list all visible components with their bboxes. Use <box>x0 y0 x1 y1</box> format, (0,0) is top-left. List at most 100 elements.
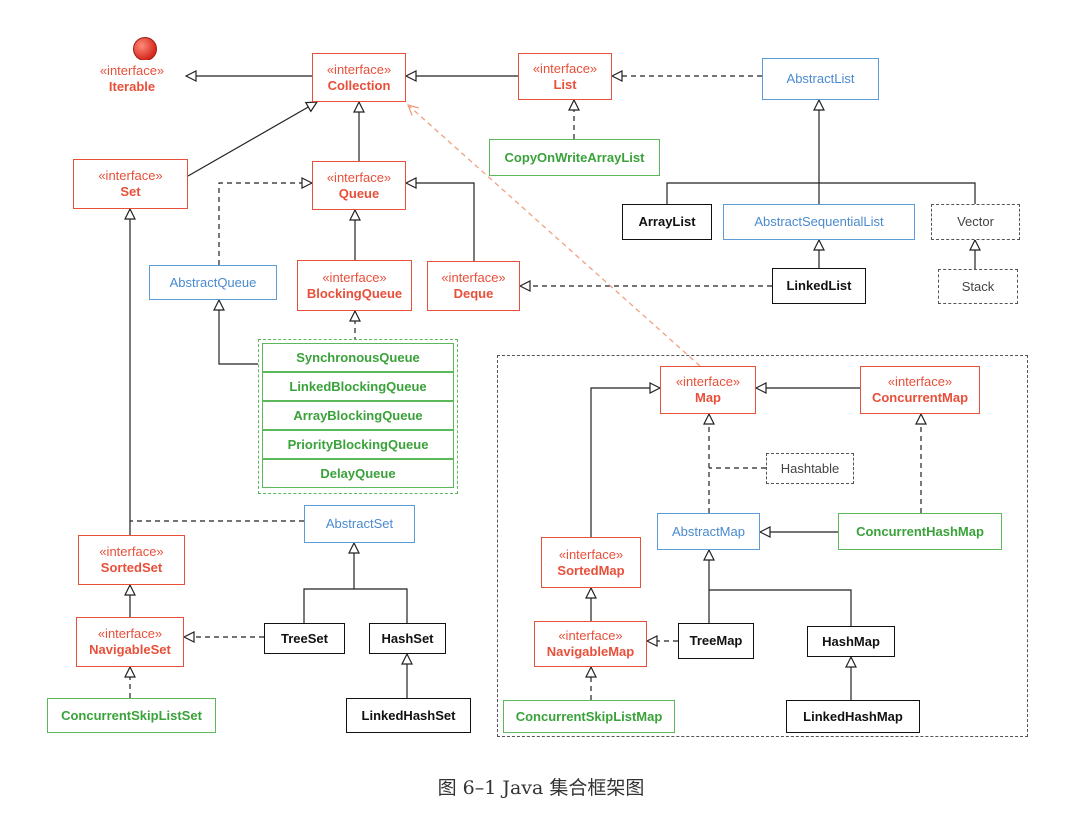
node-label: Map <box>695 390 721 405</box>
node-deque[interactable]: «interface» Deque <box>427 261 520 311</box>
stereotype-label: «interface» <box>99 63 165 78</box>
edge-treeset-abstractset <box>303 588 354 623</box>
impl-array-blocking-queue[interactable]: ArrayBlockingQueue <box>262 401 454 430</box>
node-copy-on-write-array-list[interactable]: CopyOnWriteArrayList <box>489 139 660 176</box>
node-array-list[interactable]: ArrayList <box>622 204 712 240</box>
node-label: LinkedHashSet <box>361 707 456 723</box>
stereotype-label: «interface» <box>99 544 164 559</box>
stereotype-label: «interface» <box>887 374 953 389</box>
node-stack[interactable]: Stack <box>938 269 1018 304</box>
node-label: SortedMap <box>557 562 625 578</box>
node-hash-map[interactable]: HashMap <box>807 626 895 657</box>
node-label: NavigableSet <box>89 642 171 657</box>
node-label: Deque <box>453 286 494 301</box>
node-label: List <box>553 76 577 92</box>
node-label: ConcurrentMap <box>871 390 969 405</box>
stereotype-label: «interface» <box>98 168 163 183</box>
edge-impls-abstractqueue <box>219 300 262 365</box>
node-concurrent-map[interactable]: «interface» ConcurrentMap <box>860 366 980 414</box>
edge-abstractqueue-queue <box>218 183 312 265</box>
node-label: Stack <box>961 278 995 294</box>
node-queue[interactable]: «interface» Queue <box>312 161 406 210</box>
node-label: SortedSet <box>100 560 163 575</box>
map-hierarchy-frame <box>497 355 1028 737</box>
node-linked-hash-map[interactable]: LinkedHashMap <box>786 700 920 733</box>
node-abstract-map[interactable]: AbstractMap <box>657 513 760 550</box>
node-label: ArrayList <box>638 214 696 229</box>
node-label: BlockingQueue <box>306 285 403 301</box>
node-label: AbstractList <box>786 71 855 86</box>
node-linked-list[interactable]: LinkedList <box>772 268 866 304</box>
stereotype-label: «interface» <box>558 546 624 562</box>
impl-priority-blocking-queue[interactable]: PriorityBlockingQueue <box>262 430 454 459</box>
node-label: Set <box>120 184 141 199</box>
impl-synchronous-queue[interactable]: SynchronousQueue <box>262 343 454 372</box>
node-map[interactable]: «interface» Map <box>660 366 756 414</box>
node-concurrent-skip-list-set[interactable]: ConcurrentSkipListSet <box>47 698 216 733</box>
figure-caption: 图 6–1 Java 集合框架图 <box>437 777 645 799</box>
node-concurrent-hash-map[interactable]: ConcurrentHashMap <box>838 513 1002 550</box>
node-label: ConcurrentSkipListMap <box>515 708 663 724</box>
edge-sortedmap-map <box>590 388 660 537</box>
node-hash-set[interactable]: HashSet <box>369 623 446 654</box>
node-blocking-queue[interactable]: «interface» BlockingQueue <box>297 260 412 311</box>
node-sorted-map[interactable]: «interface» SortedMap <box>541 537 641 588</box>
stereotype-label: «interface» <box>558 628 623 643</box>
node-abstract-set[interactable]: AbstractSet <box>304 505 415 543</box>
node-label: ConcurrentHashMap <box>856 523 984 539</box>
node-set[interactable]: «interface» Set <box>73 159 188 209</box>
node-linked-hash-set[interactable]: LinkedHashSet <box>346 698 471 733</box>
node-label: TreeSet <box>281 630 328 646</box>
node-label: NavigableMap <box>546 644 635 659</box>
node-abstract-queue[interactable]: AbstractQueue <box>149 265 277 300</box>
node-label: Queue <box>338 185 380 201</box>
edge-vector-abstractlist <box>819 182 976 204</box>
stereotype-label: «interface» <box>532 60 598 76</box>
node-navigable-map[interactable]: «interface» NavigableMap <box>534 621 647 667</box>
node-sorted-set[interactable]: «interface» SortedSet <box>78 535 185 585</box>
edge-hashmap-abstractmap <box>709 589 852 626</box>
stereotype-label: «interface» <box>441 270 506 285</box>
edge-set-collection <box>187 102 317 177</box>
node-label: LinkedList <box>786 278 852 293</box>
impl-linked-blocking-queue[interactable]: LinkedBlockingQueue <box>262 372 454 401</box>
node-label: CopyOnWriteArrayList <box>504 149 645 165</box>
stereotype-label: «interface» <box>97 626 163 641</box>
stereotype-label: «interface» <box>322 269 387 285</box>
edge-map-collection <box>408 105 701 367</box>
node-collection[interactable]: «interface» Collection <box>312 53 406 102</box>
node-iterable[interactable]: «interface» Iterable <box>80 60 184 98</box>
stereotype-label: «interface» <box>675 374 741 389</box>
node-tree-set[interactable]: TreeSet <box>264 623 345 654</box>
node-label: Iterable <box>108 79 156 94</box>
node-label: HashSet <box>381 630 434 646</box>
node-hashtable[interactable]: Hashtable <box>766 453 854 484</box>
node-label: TreeMap <box>689 633 743 648</box>
node-label: AbstractSequentialList <box>754 214 884 229</box>
node-label: AbstractQueue <box>169 274 257 290</box>
edge-deque-queue <box>406 183 475 261</box>
node-label: Vector <box>957 214 994 229</box>
impl-delay-queue[interactable]: DelayQueue <box>262 459 454 488</box>
stereotype-label: «interface» <box>326 169 392 185</box>
node-abstract-sequential-list[interactable]: AbstractSequentialList <box>723 204 915 240</box>
node-label: Collection <box>327 77 391 93</box>
iterable-icon <box>133 37 157 61</box>
node-label: AbstractSet <box>325 516 394 531</box>
node-label: HashMap <box>822 633 880 649</box>
node-tree-map[interactable]: TreeMap <box>678 623 754 659</box>
node-label: Hashtable <box>780 460 840 476</box>
node-vector[interactable]: Vector <box>931 204 1020 240</box>
node-label: AbstractMap <box>672 523 745 539</box>
node-concurrent-skip-list-map[interactable]: ConcurrentSkipListMap <box>503 700 675 733</box>
node-list[interactable]: «interface» List <box>518 53 612 100</box>
edge-arraylist-abstractlist <box>666 182 819 204</box>
edge-hashset-abstractset <box>354 588 408 623</box>
node-label: LinkedHashMap <box>803 708 903 724</box>
node-navigable-set[interactable]: «interface» NavigableSet <box>76 617 184 667</box>
node-label: ConcurrentSkipListSet <box>61 707 202 723</box>
blocking-queue-impls: SynchronousQueue LinkedBlockingQueue Arr… <box>258 339 458 494</box>
node-abstract-list[interactable]: AbstractList <box>762 58 879 100</box>
